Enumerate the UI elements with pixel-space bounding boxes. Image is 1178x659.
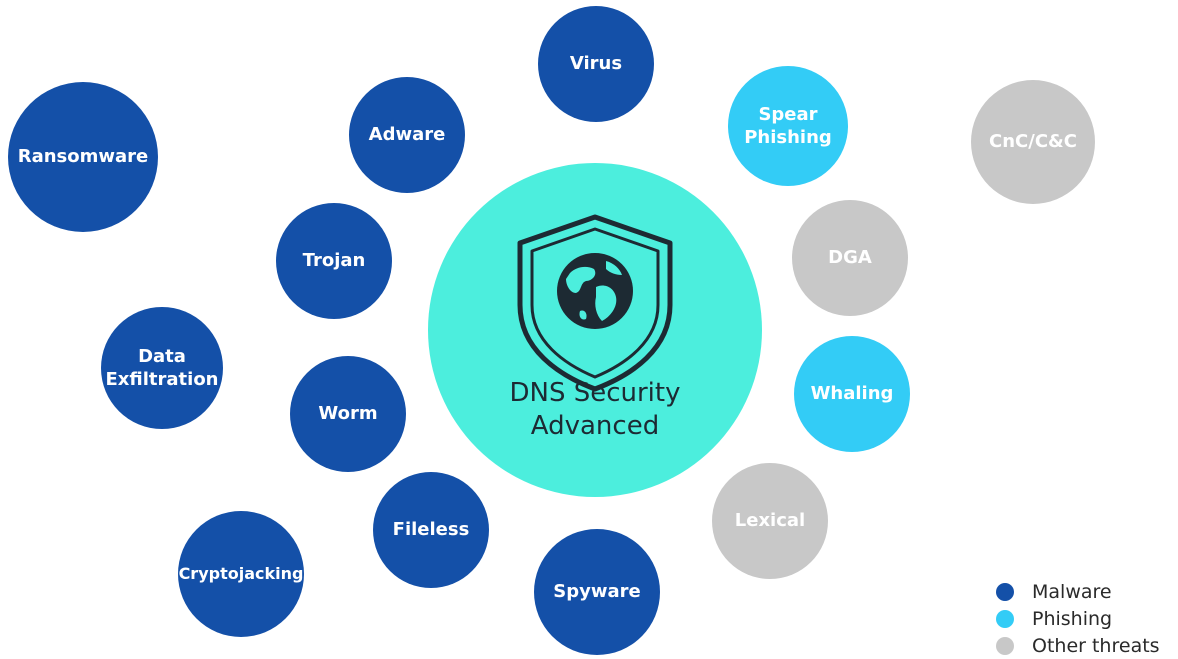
legend-label-phishing: Phishing (1032, 607, 1113, 630)
shield-globe-icon (517, 214, 673, 392)
bubble-spyware: Spyware (534, 529, 660, 655)
bubble-adware: Adware (349, 77, 465, 193)
bubble-data-exfiltration: Data Exfiltration (101, 307, 223, 429)
bubble-trojan: Trojan (276, 203, 392, 319)
bubble-label: Lexical (734, 510, 806, 532)
bubble-label: Trojan (302, 250, 366, 272)
bubble-virus: Virus (538, 6, 654, 122)
legend-item-phishing: Phishing (996, 605, 1160, 632)
bubble-label: Whaling (810, 383, 894, 405)
bubble-lexical: Lexical (712, 463, 828, 579)
bubble-label: Ransomware (17, 146, 149, 168)
bubble-label: Adware (368, 124, 446, 146)
bubble-cryptojacking: Cryptojacking (178, 511, 304, 637)
bubble-cnc: CnC/C&C (971, 80, 1095, 204)
globe-icon (557, 253, 633, 329)
bubble-label-line2: Exfiltration (105, 369, 219, 390)
bubble-label-line1: Spear (758, 103, 818, 125)
bubble-fileless: Fileless (373, 472, 489, 588)
legend-item-other: Other threats (996, 632, 1160, 659)
bubble-spear-phishing: Spear Phishing (728, 66, 848, 186)
legend-swatch-phishing (996, 609, 1014, 628)
bubble-label: Cryptojacking (178, 563, 304, 583)
legend-swatch-other (996, 636, 1014, 655)
bubble-label: Fileless (392, 519, 470, 541)
bubble-label-line2: Phishing (744, 127, 832, 148)
bubble-label: Worm (318, 403, 378, 425)
bubble-label: DGA (828, 247, 872, 269)
legend-swatch-malware (996, 582, 1014, 601)
hub-title-line2: Advanced (530, 410, 660, 441)
bubble-label: Virus (569, 53, 623, 75)
bubble-label: Spyware (553, 581, 641, 603)
bubble-dga: DGA (792, 200, 908, 316)
bubble-ransomware: Ransomware (8, 82, 158, 232)
legend-label-malware: Malware (1032, 580, 1112, 603)
bubble-worm: Worm (290, 356, 406, 472)
bubble-whaling: Whaling (794, 336, 910, 452)
legend-label-other: Other threats (1032, 634, 1160, 657)
hub-title-line1: DNS Security (509, 378, 681, 408)
bubble-label: CnC/C&C (989, 131, 1077, 153)
legend-item-malware: Malware (996, 578, 1160, 605)
dns-security-advanced-hub: DNS Security Advanced (428, 163, 762, 497)
legend: Malware Phishing Other threats (996, 578, 1160, 659)
bubble-label-line1: Data (138, 345, 186, 367)
